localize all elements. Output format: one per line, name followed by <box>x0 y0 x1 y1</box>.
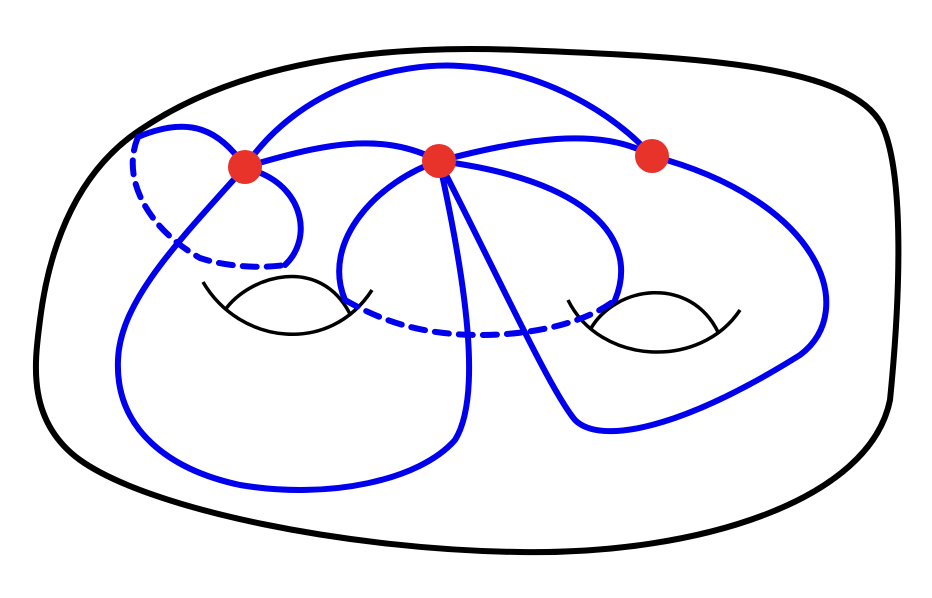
edge-left-loop-back <box>129 134 288 270</box>
edge-v1-v2 <box>242 140 442 170</box>
graph-vertices <box>228 139 669 184</box>
vertex-1 <box>228 150 262 184</box>
graph-edges <box>114 62 830 493</box>
surface-outline <box>32 45 902 556</box>
edge-left-loop-front <box>135 123 248 170</box>
vertex-2 <box>422 144 456 178</box>
edge-big-left-loop <box>114 158 473 493</box>
edge-middle-loop-front <box>336 158 442 303</box>
edge-v2-v3 <box>436 135 655 164</box>
edge-right-loop <box>436 153 830 435</box>
vertex-3 <box>635 139 669 173</box>
left-handle-hole <box>201 274 374 336</box>
edge-middle-loop-back <box>342 297 618 339</box>
edge-middle-loop-return <box>436 158 625 303</box>
edge-top-arc <box>242 62 655 170</box>
right-handle-hole <box>566 291 742 354</box>
edge-left-loop-return <box>255 169 304 268</box>
